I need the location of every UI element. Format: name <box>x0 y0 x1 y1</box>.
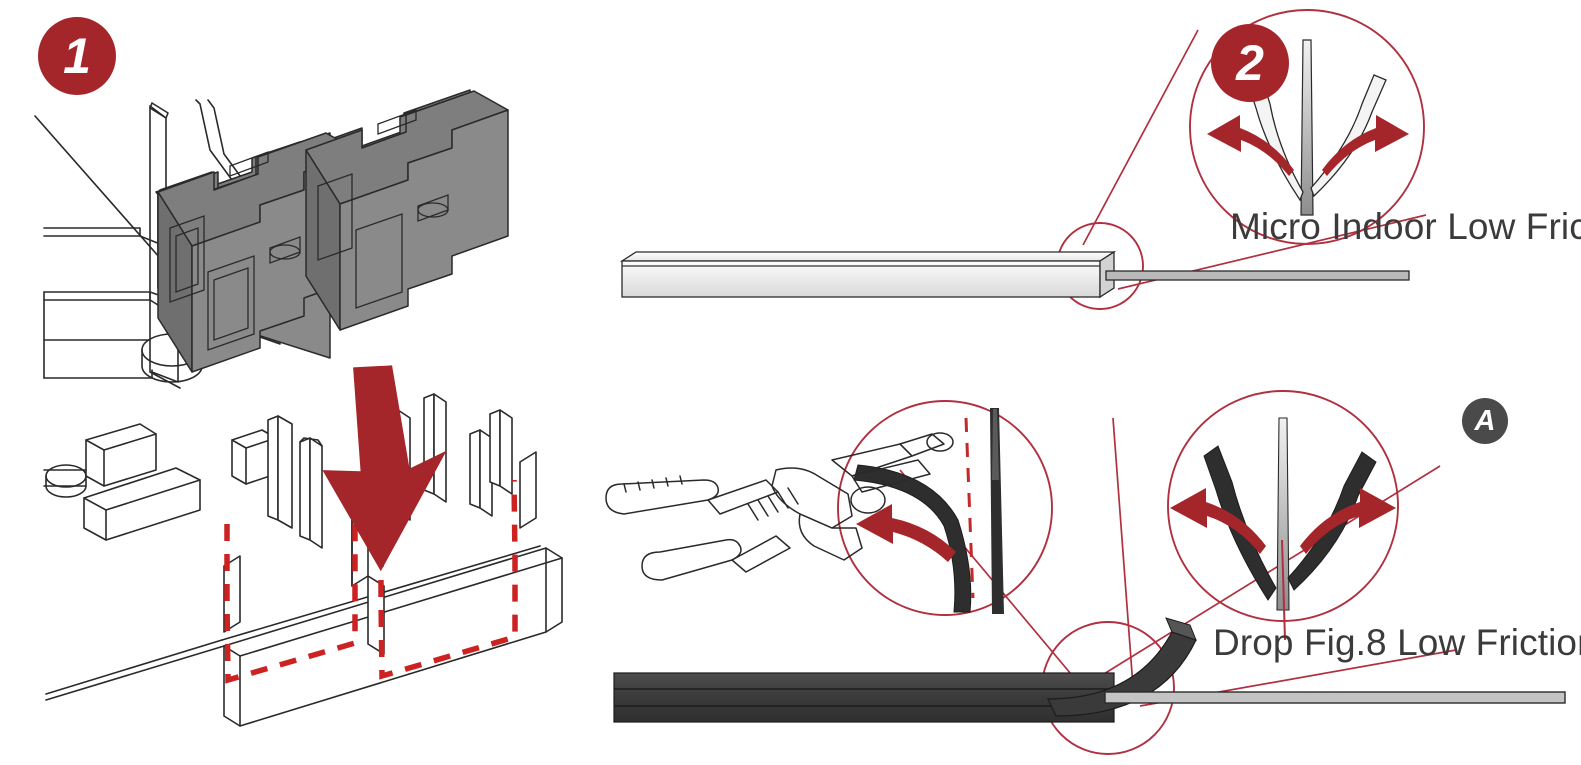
detail-badge-a-text: A <box>1474 404 1496 437</box>
slot-highlight-right <box>378 479 518 680</box>
slot-highlight-left <box>224 516 358 684</box>
cable-label-micro-indoor: Micro Indoor Low Friction <box>1230 206 1581 247</box>
housing-posts <box>231 393 513 549</box>
step-1-illustration: .ln { fill:none; stroke:#2a2a2a; stroke-… <box>34 89 563 727</box>
step-number-text: 1 <box>63 28 91 84</box>
detail-circle-a <box>605 400 1053 616</box>
step-1-panel: .ln { fill:none; stroke:#2a2a2a; stroke-… <box>0 0 600 765</box>
detail-circle-b <box>1167 390 1399 641</box>
panel-bracket-left <box>43 423 201 541</box>
acrylate-fiber-top <box>1105 270 1410 281</box>
cable-drop-fig8 <box>613 617 1197 723</box>
step-number-badge-1: 1 <box>38 17 116 95</box>
step-2-panel: .lead { fill:none; stroke:#b03040; strok… <box>600 0 1581 765</box>
cable-micro-indoor <box>619 250 1117 299</box>
step-number-badge-2: 2 <box>1211 24 1289 102</box>
step-number-text: 2 <box>1236 35 1264 91</box>
adapter-pair <box>157 90 509 373</box>
cable-label-drop-fig8: Drop Fig.8 Low Friction <box>1213 622 1581 663</box>
insertion-arrow <box>322 365 447 572</box>
detail-circle-top <box>1189 9 1425 245</box>
stripping-plier-tool <box>605 432 954 581</box>
acrylate-fiber-bottom <box>1104 691 1566 704</box>
step-2-illustration: .lead { fill:none; stroke:#b03040; strok… <box>605 9 1566 755</box>
detail-badge-a: A <box>1462 398 1508 444</box>
